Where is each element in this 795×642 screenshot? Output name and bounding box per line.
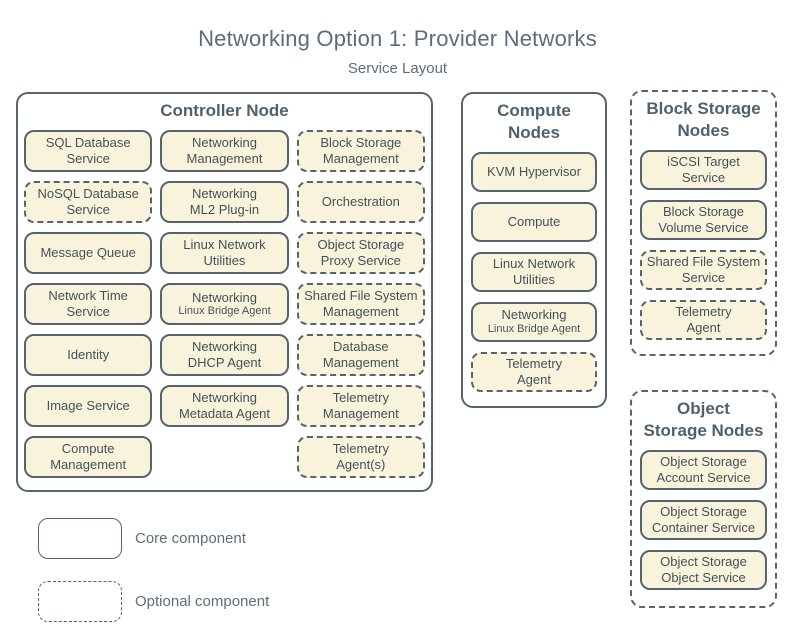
service-label: Linux Network Utilities bbox=[492, 255, 576, 287]
service-box-telemetry-management: Telemetry Management bbox=[296, 384, 425, 427]
service-label: Shared File System Service bbox=[646, 253, 761, 285]
page-title: Networking Option 1: Provider Networks bbox=[198, 26, 597, 51]
service-box-telemetry-agent: Telemetry Agent bbox=[640, 299, 767, 340]
service-box-block-storage-volume-service: Block Storage Volume Service bbox=[640, 199, 767, 240]
service-box-telemetry-agent: Telemetry Agent bbox=[471, 351, 597, 392]
service-box-shared-file-system-service: Shared File System Service bbox=[640, 249, 767, 290]
service-label: Orchestration bbox=[321, 193, 400, 209]
service-box-sql-database-service: SQL Database Service bbox=[24, 129, 153, 172]
service-label: Object Storage Object Service bbox=[660, 553, 747, 585]
legend-label-core: Core component bbox=[135, 530, 246, 547]
service-box-kvm-hypervisor: KVM Hypervisor bbox=[471, 151, 597, 192]
service-box-object-storage-container-service: Object Storage Container Service bbox=[640, 499, 767, 540]
service-box-image-service: Image Service bbox=[24, 384, 153, 427]
service-box-block-storage-management: Block Storage Management bbox=[296, 129, 425, 172]
group-title-object-storage-nodes: Object Storage Nodes bbox=[643, 399, 764, 440]
service-box-networking-ml2-plug-in: Networking ML2 Plug-in bbox=[160, 180, 289, 223]
service-label: Identity bbox=[67, 346, 110, 362]
service-label: Message Queue bbox=[40, 244, 136, 260]
group-object-storage-nodes: Object Storage Nodes Object Storage Acco… bbox=[630, 390, 777, 608]
service-box-database-management: Database Management bbox=[296, 333, 425, 376]
service-label: Telemetry Agent(s) bbox=[332, 440, 389, 472]
service-label: Networking Metadata Agent bbox=[178, 389, 271, 421]
service-label: Telemetry Agent bbox=[675, 303, 732, 335]
service-label: Image Service bbox=[46, 397, 130, 413]
service-label: Networking DHCP Agent bbox=[187, 338, 262, 370]
service-label: Block Storage Volume Service bbox=[658, 203, 749, 235]
service-label: Networking ML2 Plug-in bbox=[189, 185, 260, 217]
service-label: Networking bbox=[191, 289, 257, 305]
service-label: Telemetry Agent bbox=[505, 355, 563, 387]
group-title-compute-nodes: Compute Nodes bbox=[497, 101, 571, 142]
service-label: Shared File System Management bbox=[304, 287, 418, 319]
service-label: Database Management bbox=[322, 338, 399, 370]
service-label: Compute bbox=[507, 213, 561, 229]
service-box-telemetry-agent-s: Telemetry Agent(s) bbox=[296, 435, 425, 478]
service-sublabel: Linux Bridge Agent bbox=[487, 323, 581, 336]
service-box-nosql-database-service: NoSQL Database Service bbox=[24, 180, 153, 223]
service-label: Object Storage Container Service bbox=[651, 503, 756, 535]
service-box-network-time-service: Network Time Service bbox=[24, 282, 153, 325]
service-label: Networking bbox=[501, 307, 567, 323]
page-subtitle: Service Layout bbox=[347, 60, 448, 77]
service-label: Network Time Service bbox=[48, 287, 128, 319]
service-label: Object Storage Proxy Service bbox=[317, 236, 405, 268]
service-box-object-storage-object-service: Object Storage Object Service bbox=[640, 549, 767, 590]
legend-swatch-dashed bbox=[38, 581, 122, 622]
service-box-shared-file-system-management: Shared File System Management bbox=[296, 282, 425, 325]
service-label: Compute Management bbox=[50, 440, 127, 472]
service-box-orchestration: Orchestration bbox=[296, 180, 425, 223]
service-label: iSCSI Target Service bbox=[667, 153, 740, 185]
service-box-iscsi-target-service: iSCSI Target Service bbox=[640, 149, 767, 190]
service-box-networking-dhcp-agent: Networking DHCP Agent bbox=[160, 333, 289, 376]
legend-item-optional: Optional component bbox=[38, 581, 269, 622]
service-box-networking-metadata-agent: Networking Metadata Agent bbox=[160, 384, 289, 427]
legend-label-optional: Optional component bbox=[135, 593, 270, 610]
service-box-object-storage-account-service: Object Storage Account Service bbox=[640, 449, 767, 490]
service-label: SQL Database Service bbox=[45, 134, 131, 166]
group-title-controller-node: Controller Node bbox=[160, 101, 289, 120]
service-box-compute: Compute bbox=[471, 201, 597, 242]
service-box-linux-network-utilities: Linux Network Utilities bbox=[160, 231, 289, 274]
service-box-compute-management: Compute Management bbox=[24, 435, 153, 478]
service-box-linux-network-utilities: Linux Network Utilities bbox=[471, 251, 597, 292]
service-sublabel: Linux Bridge Agent bbox=[178, 305, 271, 318]
service-label: Block Storage Management bbox=[320, 134, 402, 166]
service-label: Linux Network Utilities bbox=[183, 236, 266, 268]
legend-swatch-solid bbox=[38, 518, 122, 559]
group-title-block-storage-nodes: Block Storage Nodes bbox=[646, 99, 761, 140]
service-label: NoSQL Database Service bbox=[37, 185, 139, 217]
service-label: Object Storage Account Service bbox=[656, 453, 751, 485]
legend-item-core: Core component bbox=[38, 518, 246, 559]
service-box-identity: Identity bbox=[24, 333, 153, 376]
service-box-object-storage-proxy-service: Object Storage Proxy Service bbox=[296, 231, 425, 274]
service-label: Telemetry Management bbox=[322, 389, 399, 421]
service-label: KVM Hypervisor bbox=[487, 163, 581, 179]
service-box-message-queue: Message Queue bbox=[24, 231, 153, 274]
service-box-networking-management: Networking Management bbox=[160, 129, 289, 172]
group-block-storage-nodes: Block Storage Nodes iSCSI Target Service… bbox=[630, 90, 777, 356]
service-label: Networking Management bbox=[186, 134, 263, 166]
